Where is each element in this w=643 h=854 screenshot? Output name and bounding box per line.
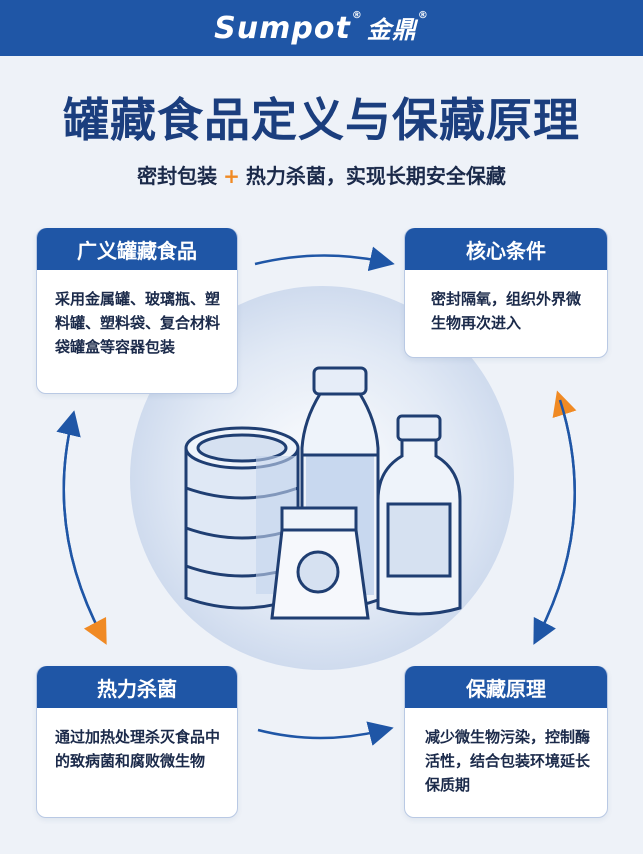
card-title: 广义罐藏食品 (37, 228, 237, 270)
card-title: 核心条件 (405, 228, 607, 270)
brand-cn: 金鼎 (366, 16, 417, 44)
card-core-conditions: 核心条件 密封隔氧，组织外界微生物再次进入 (404, 228, 608, 358)
cycle-arrow-icon (257, 721, 394, 746)
cycle-arrow-icon (533, 399, 576, 645)
subtitle-plus: + (223, 164, 240, 188)
card-broad-canned-food: 广义罐藏食品 采用金属罐、玻璃瓶、塑料罐、塑料袋、复合材料袋罐盒等容器包装 (36, 228, 238, 394)
brand-bar: Sumpot®金鼎® (0, 0, 643, 56)
subtitle-left: 密封包装 (137, 164, 218, 188)
card-text: 通过加热处理杀灭食品中的致病菌和腐败微生物 (55, 728, 221, 770)
card-preservation-principle: 保藏原理 减少微生物污染，控制酶活性，结合包装环境延长保质期 (404, 666, 608, 818)
page-title: 罐藏食品定义与保藏原理 (63, 93, 580, 147)
cycle-arrow-icon (56, 410, 104, 637)
glass-bottle-icon (376, 414, 462, 616)
brand-name: Sumpot (214, 11, 351, 46)
card-text: 密封隔氧，组织外界微生物再次进入 (431, 290, 582, 332)
card-heat-sterilization: 热力杀菌 通过加热处理杀灭食品中的致病菌和腐败微生物 (36, 666, 238, 818)
brand-logo: Sumpot®金鼎® (214, 10, 429, 46)
subtitle-right: 热力杀菌，实现长期安全保藏 (245, 164, 506, 188)
cycle-arrow-icon (62, 419, 107, 645)
brand-reg-mark: ® (351, 10, 363, 21)
card-text: 减少微生物污染，控制酶活性，结合包装环境延长保质期 (425, 728, 591, 794)
cycle-arrow-icon (254, 246, 395, 272)
card-title: 热力杀菌 (37, 666, 237, 708)
page-subtitle: 密封包装+热力杀菌，实现长期安全保藏 (0, 160, 643, 189)
pouch-bag-icon (270, 506, 370, 620)
card-title: 保藏原理 (405, 666, 607, 708)
brand-reg-mark-cn: ® (417, 10, 429, 21)
card-text: 采用金属罐、玻璃瓶、塑料罐、塑料袋、复合材料袋罐盒等容器包装 (55, 290, 221, 356)
